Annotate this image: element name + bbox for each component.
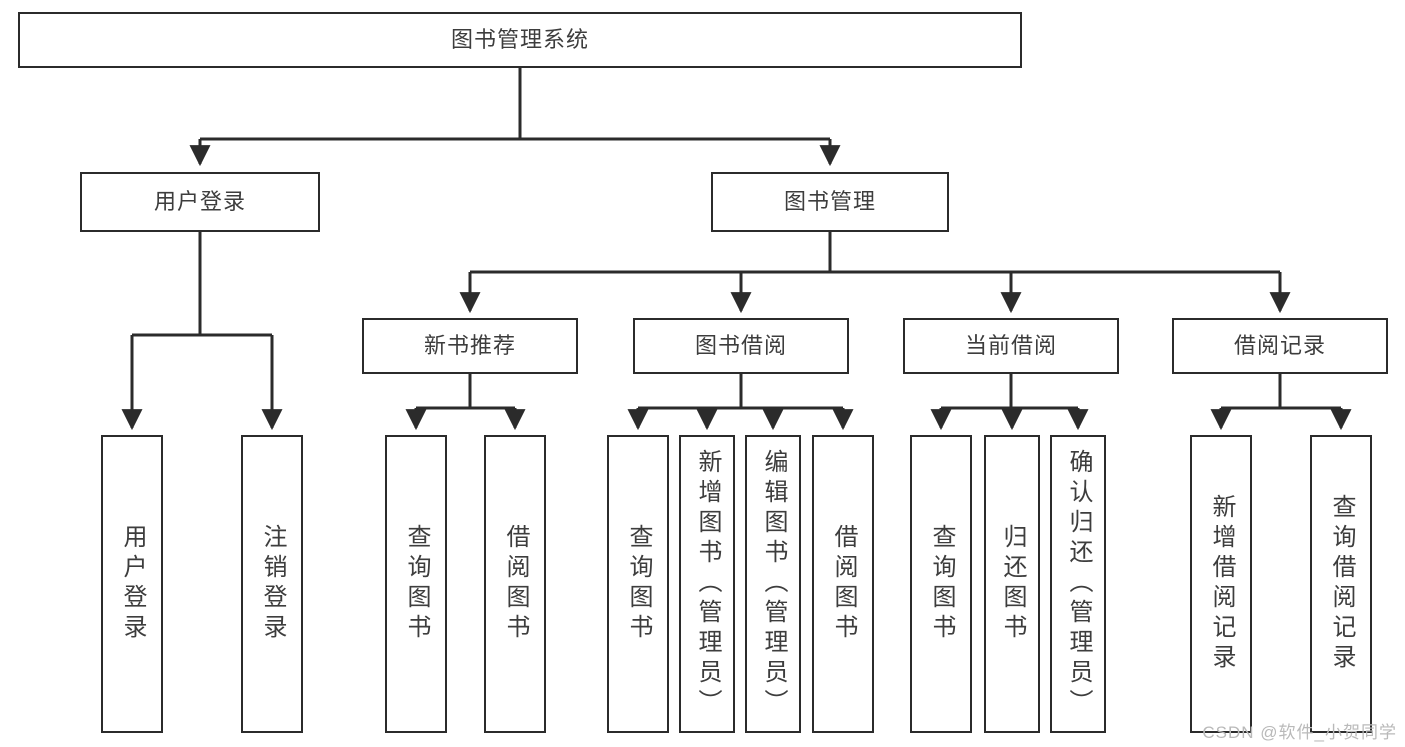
leaf-br-query-record[interactable]: 查询借阅记录	[1310, 435, 1372, 733]
leaf-cb-confirm-return[interactable]: 确认归还（管理员）	[1050, 435, 1106, 733]
leaf-user-login-label: 用户登录	[119, 524, 146, 644]
leaf-bb-borrow-book-label: 借阅图书	[830, 524, 857, 644]
node-current-borrow-label: 当前借阅	[964, 333, 1057, 359]
leaf-rec-query-book[interactable]: 查询图书	[385, 435, 447, 733]
leaf-cb-confirm-return-label: 确认归还（管理员）	[1065, 449, 1092, 719]
node-root[interactable]: 图书管理系统	[18, 12, 1022, 68]
leaf-rec-query-book-label: 查询图书	[403, 524, 430, 644]
leaf-bb-edit-book-label: 编辑图书（管理员）	[760, 449, 787, 719]
leaf-bb-query-book-label: 查询图书	[625, 524, 652, 644]
node-new-book-rec-label: 新书推荐	[423, 333, 516, 359]
leaf-bb-query-book[interactable]: 查询图书	[607, 435, 669, 733]
leaf-bb-add-book-label: 新增图书（管理员）	[694, 449, 721, 719]
leaf-br-query-record-label: 查询借阅记录	[1328, 494, 1355, 674]
leaf-cb-return-book[interactable]: 归还图书	[984, 435, 1040, 733]
node-book-borrow[interactable]: 图书借阅	[633, 318, 849, 374]
node-user-login[interactable]: 用户登录	[80, 172, 320, 232]
leaf-br-add-record[interactable]: 新增借阅记录	[1190, 435, 1252, 733]
node-borrow-record[interactable]: 借阅记录	[1172, 318, 1388, 374]
node-root-label: 图书管理系统	[450, 27, 589, 53]
leaf-cb-return-book-label: 归还图书	[999, 524, 1026, 644]
node-borrow-record-label: 借阅记录	[1233, 333, 1326, 359]
leaf-br-add-record-label: 新增借阅记录	[1208, 494, 1235, 674]
leaf-cb-query-book-label: 查询图书	[928, 524, 955, 644]
leaf-bb-edit-book[interactable]: 编辑图书（管理员）	[745, 435, 801, 733]
leaf-rec-borrow-book[interactable]: 借阅图书	[484, 435, 546, 733]
leaf-bb-borrow-book[interactable]: 借阅图书	[812, 435, 874, 733]
node-book-manage-label: 图书管理	[783, 189, 876, 215]
node-current-borrow[interactable]: 当前借阅	[903, 318, 1119, 374]
node-user-login-label: 用户登录	[153, 189, 246, 215]
node-book-manage[interactable]: 图书管理	[711, 172, 949, 232]
node-book-borrow-label: 图书借阅	[694, 333, 787, 359]
leaf-cb-query-book[interactable]: 查询图书	[910, 435, 972, 733]
leaf-rec-borrow-book-label: 借阅图书	[502, 524, 529, 644]
watermark-text: CSDN @软件_小贺同学	[1202, 723, 1397, 742]
leaf-user-login[interactable]: 用户登录	[101, 435, 163, 733]
node-new-book-rec[interactable]: 新书推荐	[362, 318, 578, 374]
leaf-bb-add-book[interactable]: 新增图书（管理员）	[679, 435, 735, 733]
leaf-user-logout-label: 注销登录	[259, 524, 286, 644]
leaf-user-logout[interactable]: 注销登录	[241, 435, 303, 733]
